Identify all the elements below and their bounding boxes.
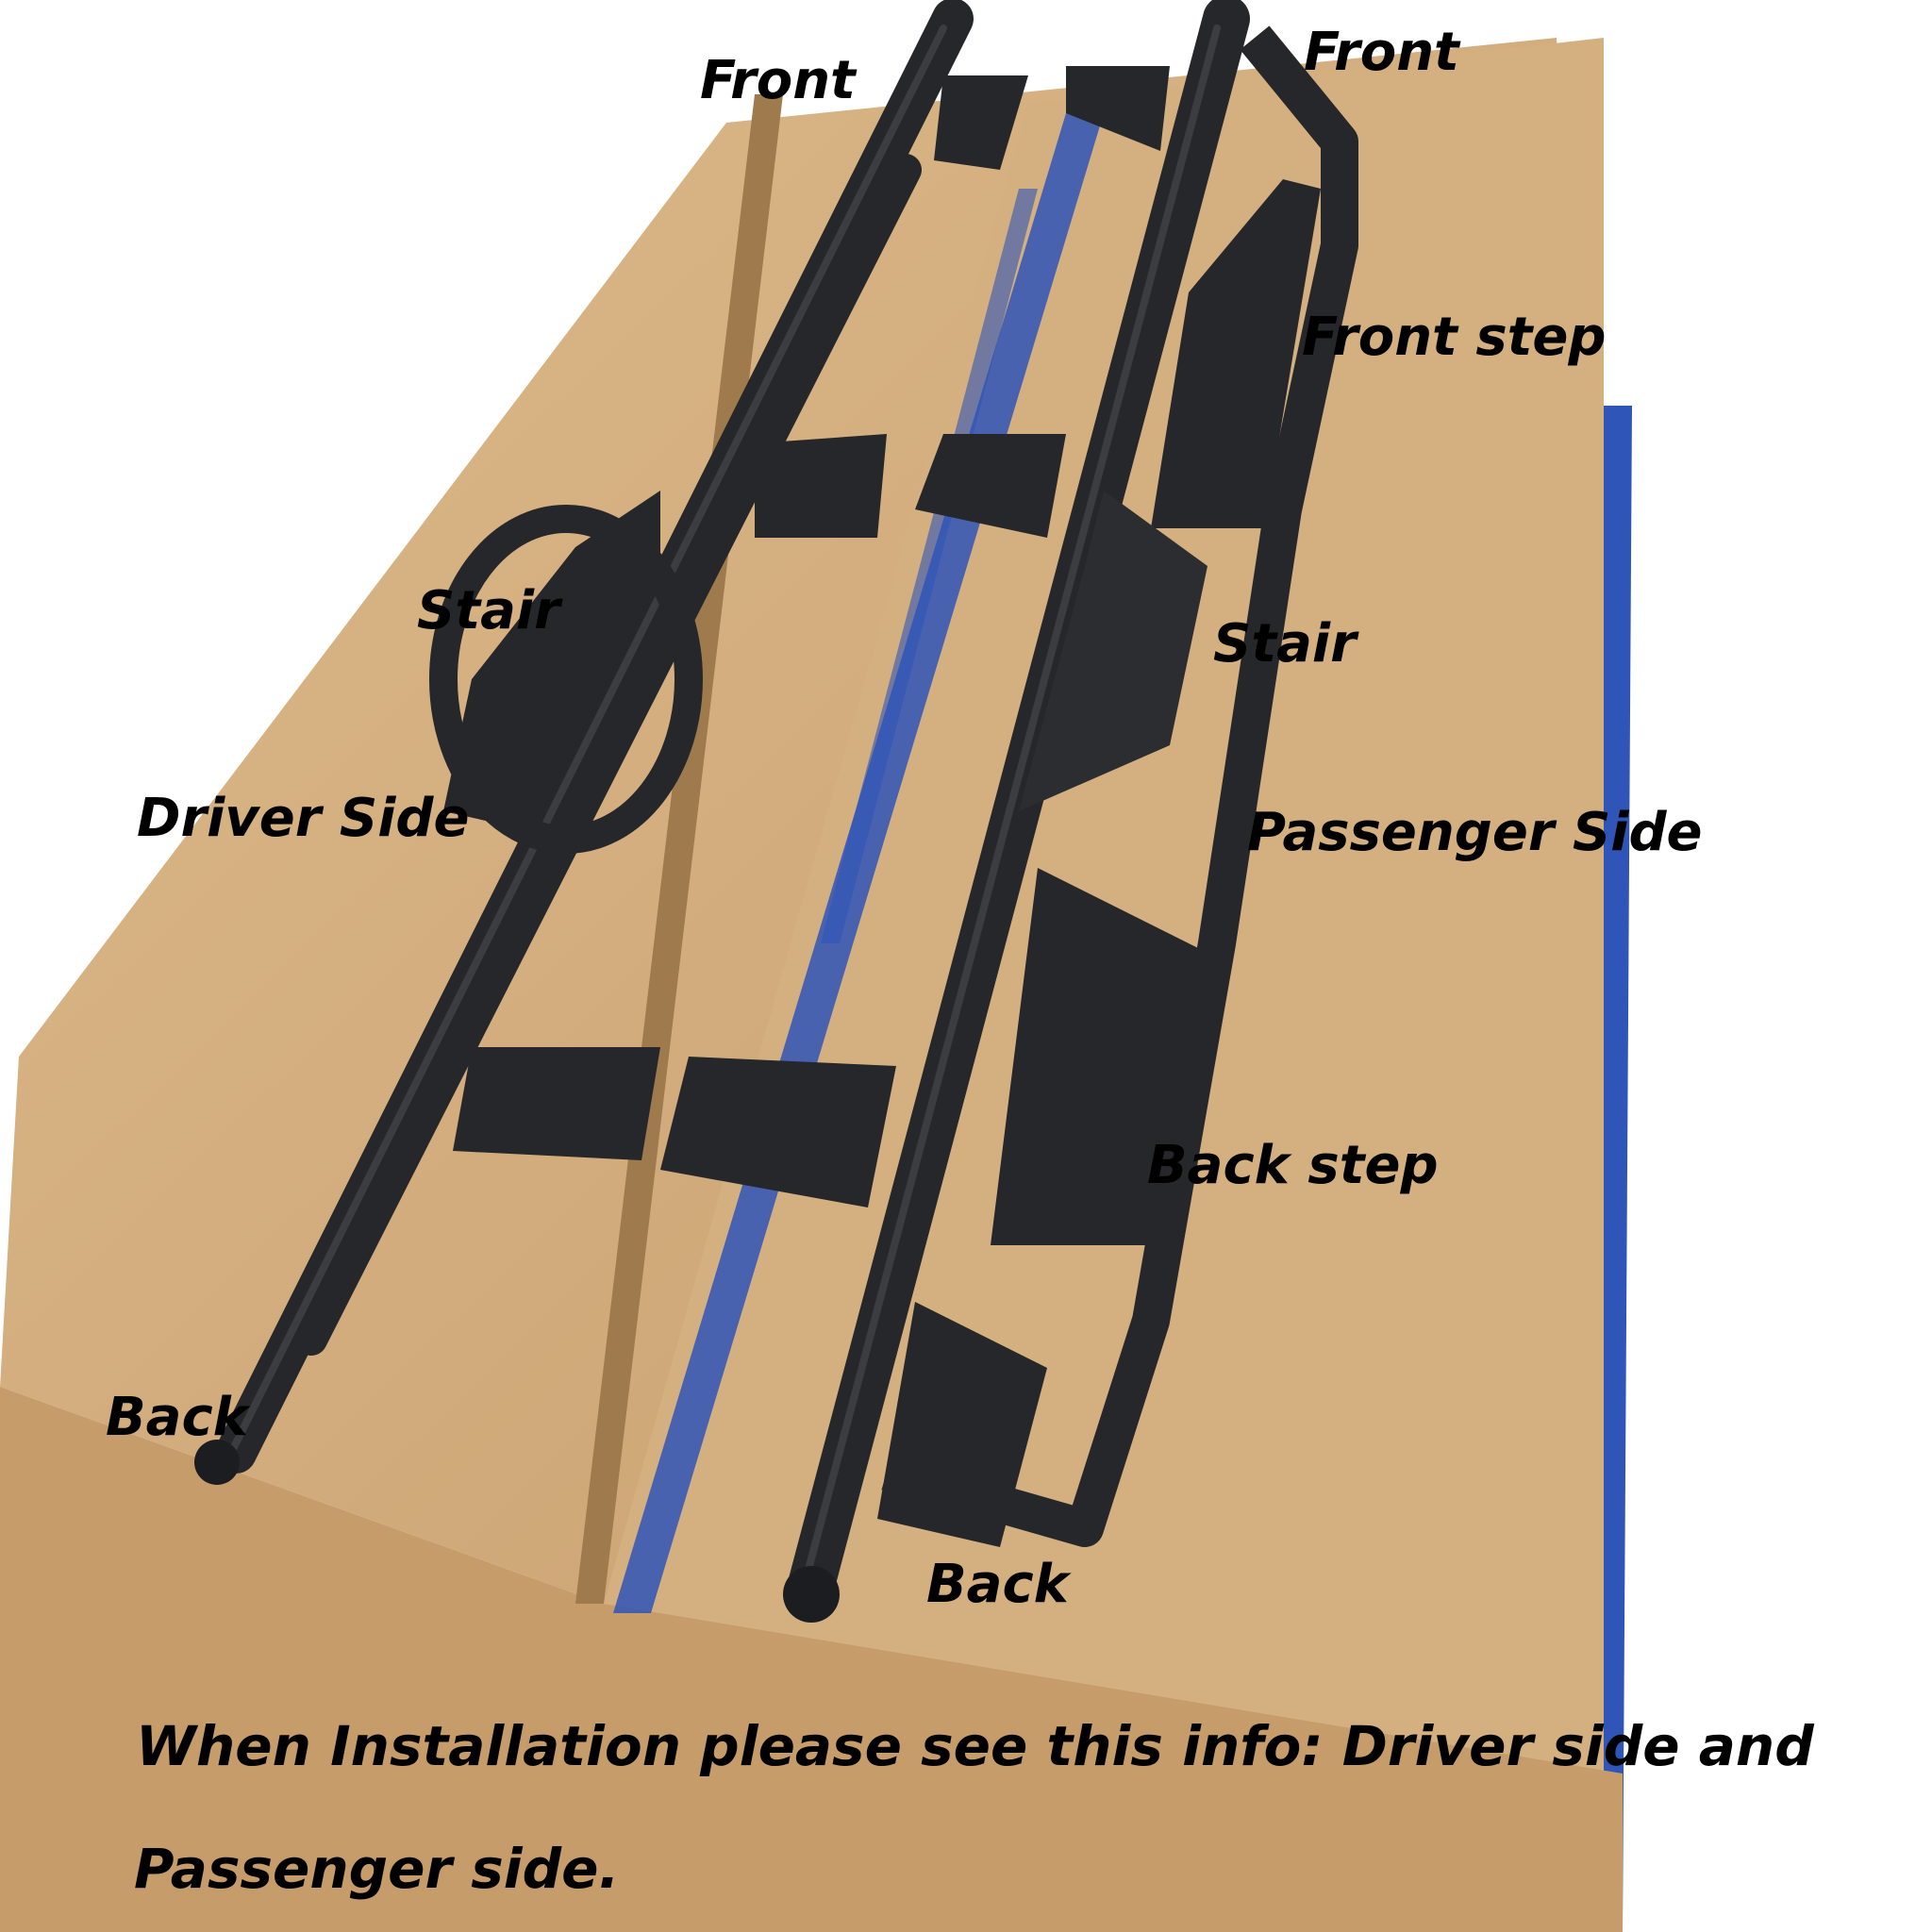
driver-bracket-back xyxy=(453,1047,660,1160)
blue-tape-strip-2 xyxy=(821,189,1038,943)
passenger-side-running-board xyxy=(660,0,1358,1623)
passenger-bracket-mid xyxy=(915,434,1066,538)
passenger-back-plate xyxy=(877,1302,1047,1547)
passenger-front-step-plate xyxy=(1151,179,1321,528)
box-right-side xyxy=(1604,406,1632,1932)
label-front-step: Front step xyxy=(1302,307,1607,368)
passenger-outer-rail xyxy=(881,25,1358,1547)
passenger-back-step-plate xyxy=(991,868,1226,1245)
label-stair-passenger: Stair xyxy=(1213,613,1357,675)
label-stair-driver: Stair xyxy=(417,580,560,641)
label-back-passenger: Back xyxy=(926,1554,1069,1615)
caption-line-2: Passenger side. xyxy=(134,1837,620,1901)
box-front-face xyxy=(0,1387,1623,1932)
driver-bracket-front xyxy=(934,75,1028,170)
driver-side-running-board xyxy=(194,0,1028,1485)
driver-bracket-mid xyxy=(755,434,887,538)
label-passenger-side: Passenger Side xyxy=(1247,802,1703,863)
label-back-driver: Back xyxy=(106,1387,248,1448)
caption-line-1: When Installation please see this info: … xyxy=(136,1714,1814,1778)
label-driver-side: Driver Side xyxy=(137,788,470,849)
passenger-bracket-back xyxy=(660,1057,896,1208)
driver-stair-plate xyxy=(443,491,660,830)
label-back-step: Back step xyxy=(1147,1135,1439,1196)
passenger-stair-plate xyxy=(1019,491,1208,811)
passenger-bracket-front xyxy=(1066,66,1170,151)
label-front-passenger: Front xyxy=(1304,22,1459,83)
label-front-driver: Front xyxy=(700,50,856,111)
